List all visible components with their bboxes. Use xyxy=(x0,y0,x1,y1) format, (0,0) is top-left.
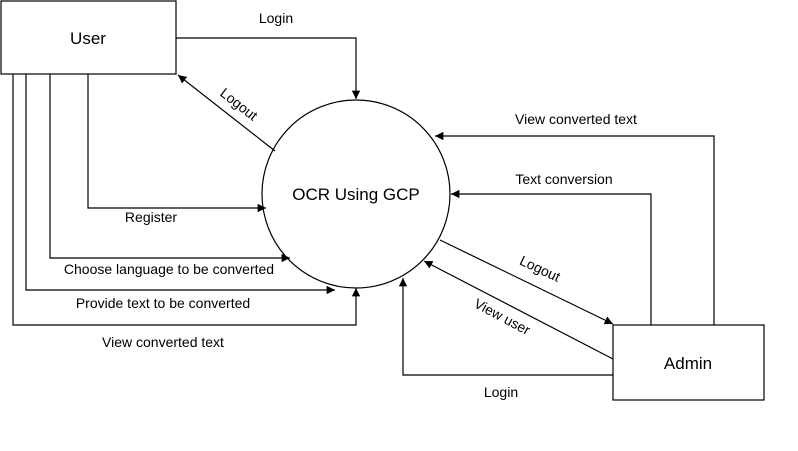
admin-view-converted-label: View converted text xyxy=(515,111,637,127)
user-login-arrow xyxy=(176,37,361,99)
admin-login-arrow xyxy=(398,278,613,376)
admin-text-conversion-arrow xyxy=(451,189,652,325)
admin-entity: Admin xyxy=(612,324,765,401)
admin-label: Admin xyxy=(664,354,712,373)
user-logout-arrow xyxy=(177,74,276,152)
user-choose-language-label: Choose language to be converted xyxy=(64,261,274,277)
user-label: User xyxy=(70,29,106,48)
user-logout-label: Logout xyxy=(217,85,261,124)
user-choose-language-arrow xyxy=(49,74,290,263)
ocr-process: OCR Using GCP xyxy=(261,99,451,289)
user-view-converted-label: View converted text xyxy=(102,334,224,350)
admin-logout-label: Logout xyxy=(517,252,563,285)
admin-box xyxy=(612,324,765,401)
admin-logout-arrow xyxy=(439,239,614,325)
user-provide-text-label: Provide text to be converted xyxy=(76,295,250,311)
user-register-arrow xyxy=(87,74,266,213)
user-register-label: Register xyxy=(125,209,177,225)
user-login-label: Login xyxy=(259,10,293,26)
user-view-converted-arrow xyxy=(12,74,361,326)
process-label: OCR Using GCP xyxy=(292,185,420,204)
admin-text-conversion-label: Text conversion xyxy=(515,171,612,187)
user-provide-text-arrow xyxy=(25,74,335,295)
user-box xyxy=(0,0,177,75)
admin-view-converted-arrow xyxy=(435,131,715,325)
user-entity: User xyxy=(0,0,177,75)
admin-view-user-arrow xyxy=(423,260,614,360)
admin-login-label: Login xyxy=(484,384,518,400)
